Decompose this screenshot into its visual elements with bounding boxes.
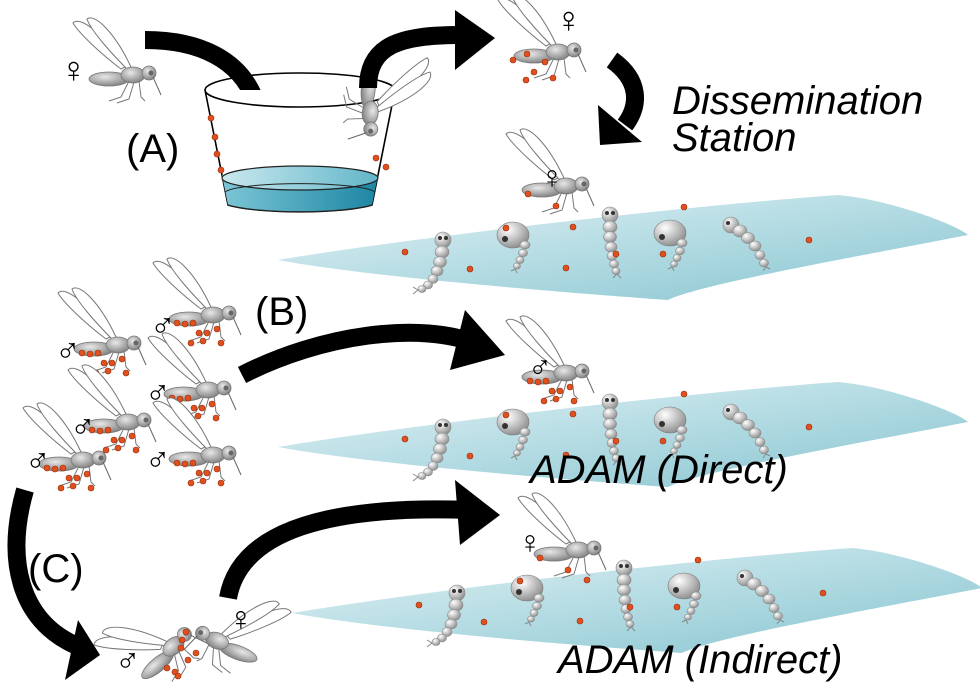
step-label-a: (A): [126, 127, 179, 171]
female-mosquito-station: [505, 128, 595, 215]
male-symbol-icon: ♂: [145, 441, 171, 479]
arrow-out-of-cup: [359, 10, 495, 89]
adam-indirect-title: ADAM (Indirect): [556, 638, 843, 682]
male-symbol-icon: ♂: [115, 642, 141, 680]
water-sheet-dissemination: [278, 195, 968, 300]
female-mosquito-contaminated: [497, 0, 587, 84]
arrow-to-station: [598, 52, 644, 145]
step-label-c: (C): [28, 547, 84, 591]
male-symbol-icon: ♂: [25, 442, 51, 480]
female-mosquito-indirect-station: [517, 492, 607, 579]
mating-pair: [90, 576, 294, 691]
step-label-b: (B): [255, 290, 308, 334]
arrow-direct: [237, 310, 505, 384]
dissemination-station-title: Dissemination: [672, 79, 923, 123]
dissemination-station-subtitle: Station: [672, 116, 797, 160]
male-symbol-icon: ♂: [145, 374, 171, 412]
male-symbol-icon: ♂: [528, 349, 552, 385]
cup-icon: [204, 50, 433, 213]
male-symbol-icon: ♂: [55, 332, 81, 370]
female-symbol-icon: ♀: [228, 600, 254, 638]
arrow-mating: [7, 487, 100, 680]
arrow-indirect: [219, 480, 500, 600]
female-symbol-icon: ♀: [60, 49, 87, 90]
female-symbol-icon: ♀: [518, 524, 542, 560]
male-symbol-icon: ♂: [150, 307, 176, 345]
female-symbol-icon: ♀: [555, 0, 582, 40]
adam-direct-title: ADAM (Direct): [528, 448, 788, 492]
female-symbol-icon: ♀: [540, 159, 564, 195]
male-mosquito-swarm: ♂ ♂ ♂ ♂ ♂ ♂: [22, 257, 242, 492]
male-symbol-icon: ♂: [70, 408, 96, 446]
